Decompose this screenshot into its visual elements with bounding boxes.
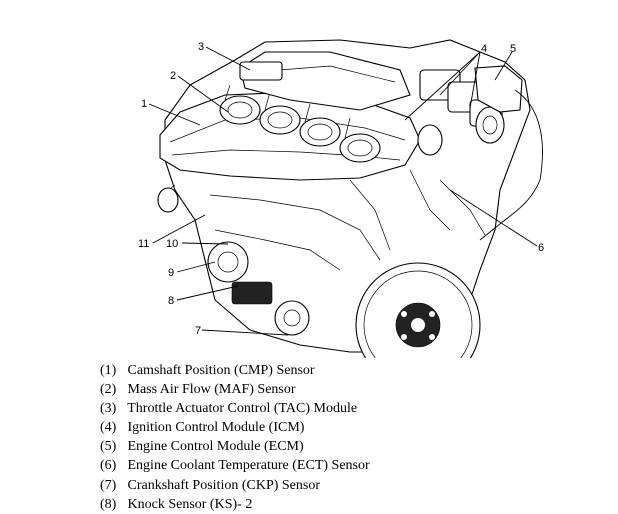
legend-number: (8) — [100, 496, 117, 512]
legend-item: (1) Camshaft Position (CMP) Sensor — [100, 361, 570, 380]
ecm-box — [474, 65, 523, 113]
flywheel — [355, 262, 481, 358]
legend-label: Camshaft Position (CMP) Sensor — [127, 363, 315, 378]
legend-label: Mass Air Flow (MAF) Sensor — [127, 382, 296, 398]
callout-1: 1 — [141, 98, 147, 110]
legend-label: Knock Sensor (KS)- 2 — [127, 496, 253, 512]
legend-number: (6) — [100, 458, 117, 474]
legend-item: (7) Crankshaft Position (CKP) Sensor — [100, 476, 570, 495]
legend-number: (5) — [100, 439, 117, 455]
callout-7: 7 — [195, 325, 201, 337]
legend-number: (4) — [100, 420, 117, 436]
component-legend: (1) Camshaft Position (CMP) Sensor (2) M… — [100, 361, 570, 514]
crank-pulley — [207, 241, 310, 336]
ignition-coils — [417, 69, 505, 156]
legend-number: (7) — [100, 477, 117, 493]
callout-8: 8 — [168, 295, 174, 307]
legend-item: (4) Ignition Control Module (ICM) — [100, 418, 570, 437]
legend-label: Ignition Control Module (ICM) — [127, 420, 305, 436]
legend-number: (3) — [100, 401, 117, 417]
legend-label: Engine Coolant Temperature (ECT) Sensor — [127, 458, 370, 474]
legend-number: (2) — [100, 382, 117, 398]
legend-number: (1) — [100, 363, 117, 378]
engine-illustration — [157, 39, 543, 358]
legend-label: Engine Control Module (ECM) — [127, 439, 304, 455]
callout-9: 9 — [168, 267, 174, 279]
callout-10: 10 — [166, 238, 178, 250]
engine-component-diagram: 3 2 1 4 5 6 11 10 9 8 7 — [138, 39, 544, 358]
callout-11: 11 — [138, 238, 149, 250]
callout-5: 5 — [510, 43, 516, 55]
legend-item: (5) Engine Control Module (ECM) — [100, 437, 570, 456]
wiring-harness — [479, 89, 543, 241]
callout-3: 3 — [198, 41, 204, 53]
legend-item: (2) Mass Air Flow (MAF) Sensor — [100, 380, 570, 399]
legend-label: Crankshaft Position (CKP) Sensor — [127, 477, 321, 493]
legend-item: (3) Throttle Actuator Control (TAC) Modu… — [100, 399, 570, 418]
callout-2: 2 — [170, 70, 176, 82]
callout-4: 4 — [481, 43, 487, 55]
leader-lines — [148, 46, 538, 336]
legend-item: (8) Knock Sensor (KS)- 2 — [100, 495, 570, 514]
legend-item: (6) Engine Coolant Temperature (ECT) Sen… — [100, 456, 570, 475]
callout-6: 6 — [538, 242, 544, 254]
legend-label: Throttle Actuator Control (TAC) Module — [127, 401, 358, 417]
intake-runners — [219, 84, 381, 163]
